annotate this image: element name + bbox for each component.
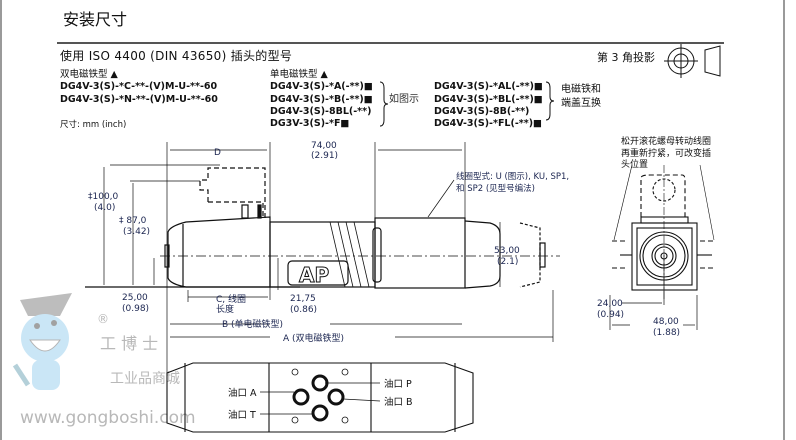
dim-87-inch: (3.42)	[123, 227, 150, 237]
alt-model: DG4V-3(S)-8B(-**)	[434, 106, 530, 117]
units-label: 尺寸: mm (inch)	[60, 120, 127, 130]
page-border-right	[783, 0, 785, 440]
alt-note: 电磁铁和	[561, 84, 601, 95]
double-solenoid-model: DG4V-3(S)-*C-**-(V)M-U-**-60	[60, 81, 218, 92]
dim-c-label: 长度	[216, 303, 234, 315]
single-solenoid-model: DG4V-3(S)-8BL(-**)	[270, 106, 372, 117]
port-a-label: 油口 A	[228, 387, 257, 399]
coil-note: 线圈型式: U (图示), KU, SP1, 和 SP2 (见型号编法)	[456, 171, 569, 195]
dim-2175: 21,75	[290, 294, 316, 304]
dimension-lines	[103, 142, 698, 410]
dim-b: B (单电磁铁型)	[222, 318, 283, 330]
title-divider	[57, 42, 724, 44]
body-logo: AP	[299, 263, 329, 287]
dim-100-inch: (4.0)	[94, 203, 115, 213]
single-solenoid-heading: 单电磁铁型 ▲	[270, 69, 328, 80]
rotation-note-line: 再重新拧紧，可改变插	[621, 148, 712, 159]
watermark-mall: 工业品商城	[110, 371, 180, 387]
dim-2175-inch: (0.86)	[290, 305, 317, 315]
dim-48-inch: (1.88)	[653, 328, 680, 338]
watermark-brand: 工 博 士	[100, 334, 158, 353]
alt-model: DG4V-3(S)-*AL(-**)■	[434, 81, 543, 92]
dim-48: 48,00	[653, 317, 679, 327]
dim-53: 53,00	[494, 246, 520, 256]
dim-d: D	[214, 148, 221, 158]
coil-note-line: 线圈型式: U (图示), KU, SP1,	[456, 172, 570, 182]
port-t-label: 油口 T	[228, 409, 256, 421]
dim-24-inch: (0.94)	[597, 310, 624, 320]
page-title: 安装尺寸	[63, 10, 128, 29]
valve-end-view	[612, 164, 716, 300]
dim-25-inch: (0.98)	[122, 304, 149, 314]
watermark-mascot	[12, 293, 72, 390]
dim-74-inch: (2.91)	[311, 151, 338, 161]
dim-87: ‡ 87,0	[119, 216, 147, 226]
dim-24: 24,00	[597, 299, 623, 309]
double-solenoid-heading: 双电磁铁型 ▲	[60, 69, 118, 80]
alt-model: DG4V-3(S)-*FL(-**)■	[434, 118, 543, 129]
single-solenoid-model: DG3V-3(S)-*F■	[270, 118, 350, 129]
page-border-left	[0, 0, 2, 440]
coil-note-line: 和 SP2 (见型号编法)	[456, 184, 535, 194]
dim-53-inch: (2.1)	[497, 257, 518, 267]
coil-note-leader	[427, 179, 455, 218]
valve-bottom-view	[166, 362, 474, 433]
watermark-url: www.gongboshi.com	[20, 408, 196, 428]
section-subtitle: 使用 ISO 4400 (DIN 43650) 插头的型号	[60, 49, 293, 63]
dim-a: A (双电磁铁型)	[283, 332, 344, 344]
single-solenoid-model: DG4V-3(S)-*A(-**)■	[270, 81, 373, 92]
third-angle-projection-icon	[664, 44, 721, 78]
alt-note: 端盖互换	[561, 98, 601, 109]
dim-74: 74,00	[311, 141, 337, 151]
projection-label: 第 3 角投影	[597, 51, 655, 64]
brace	[545, 81, 555, 121]
alt-model: DG4V-3(S)-*BL(-**)■	[434, 94, 543, 105]
as-shown-label: 如图示	[389, 94, 419, 105]
port-p-label: 油口 P	[384, 378, 412, 390]
single-solenoid-model: DG4V-3(S)-*B(-**)■	[270, 94, 373, 105]
rotation-note-line: 松开滚花螺母转动线圈	[621, 137, 712, 147]
rotation-note-line: 头位置	[621, 160, 649, 170]
dim-c: C, 线圈	[216, 293, 246, 305]
double-solenoid-model: DG4V-3(S)-*N-**-(V)M-U-**-60	[60, 94, 218, 105]
dim-100: ‡100,0	[88, 192, 119, 202]
dim-25: 25,00	[122, 293, 148, 303]
rotation-note: 松开滚花螺母转动线圈 再重新拧紧，可改变插 头位置	[621, 137, 711, 172]
brace	[379, 81, 389, 127]
port-b-label: 油口 B	[384, 396, 413, 408]
watermark-registered: ®	[97, 312, 109, 326]
